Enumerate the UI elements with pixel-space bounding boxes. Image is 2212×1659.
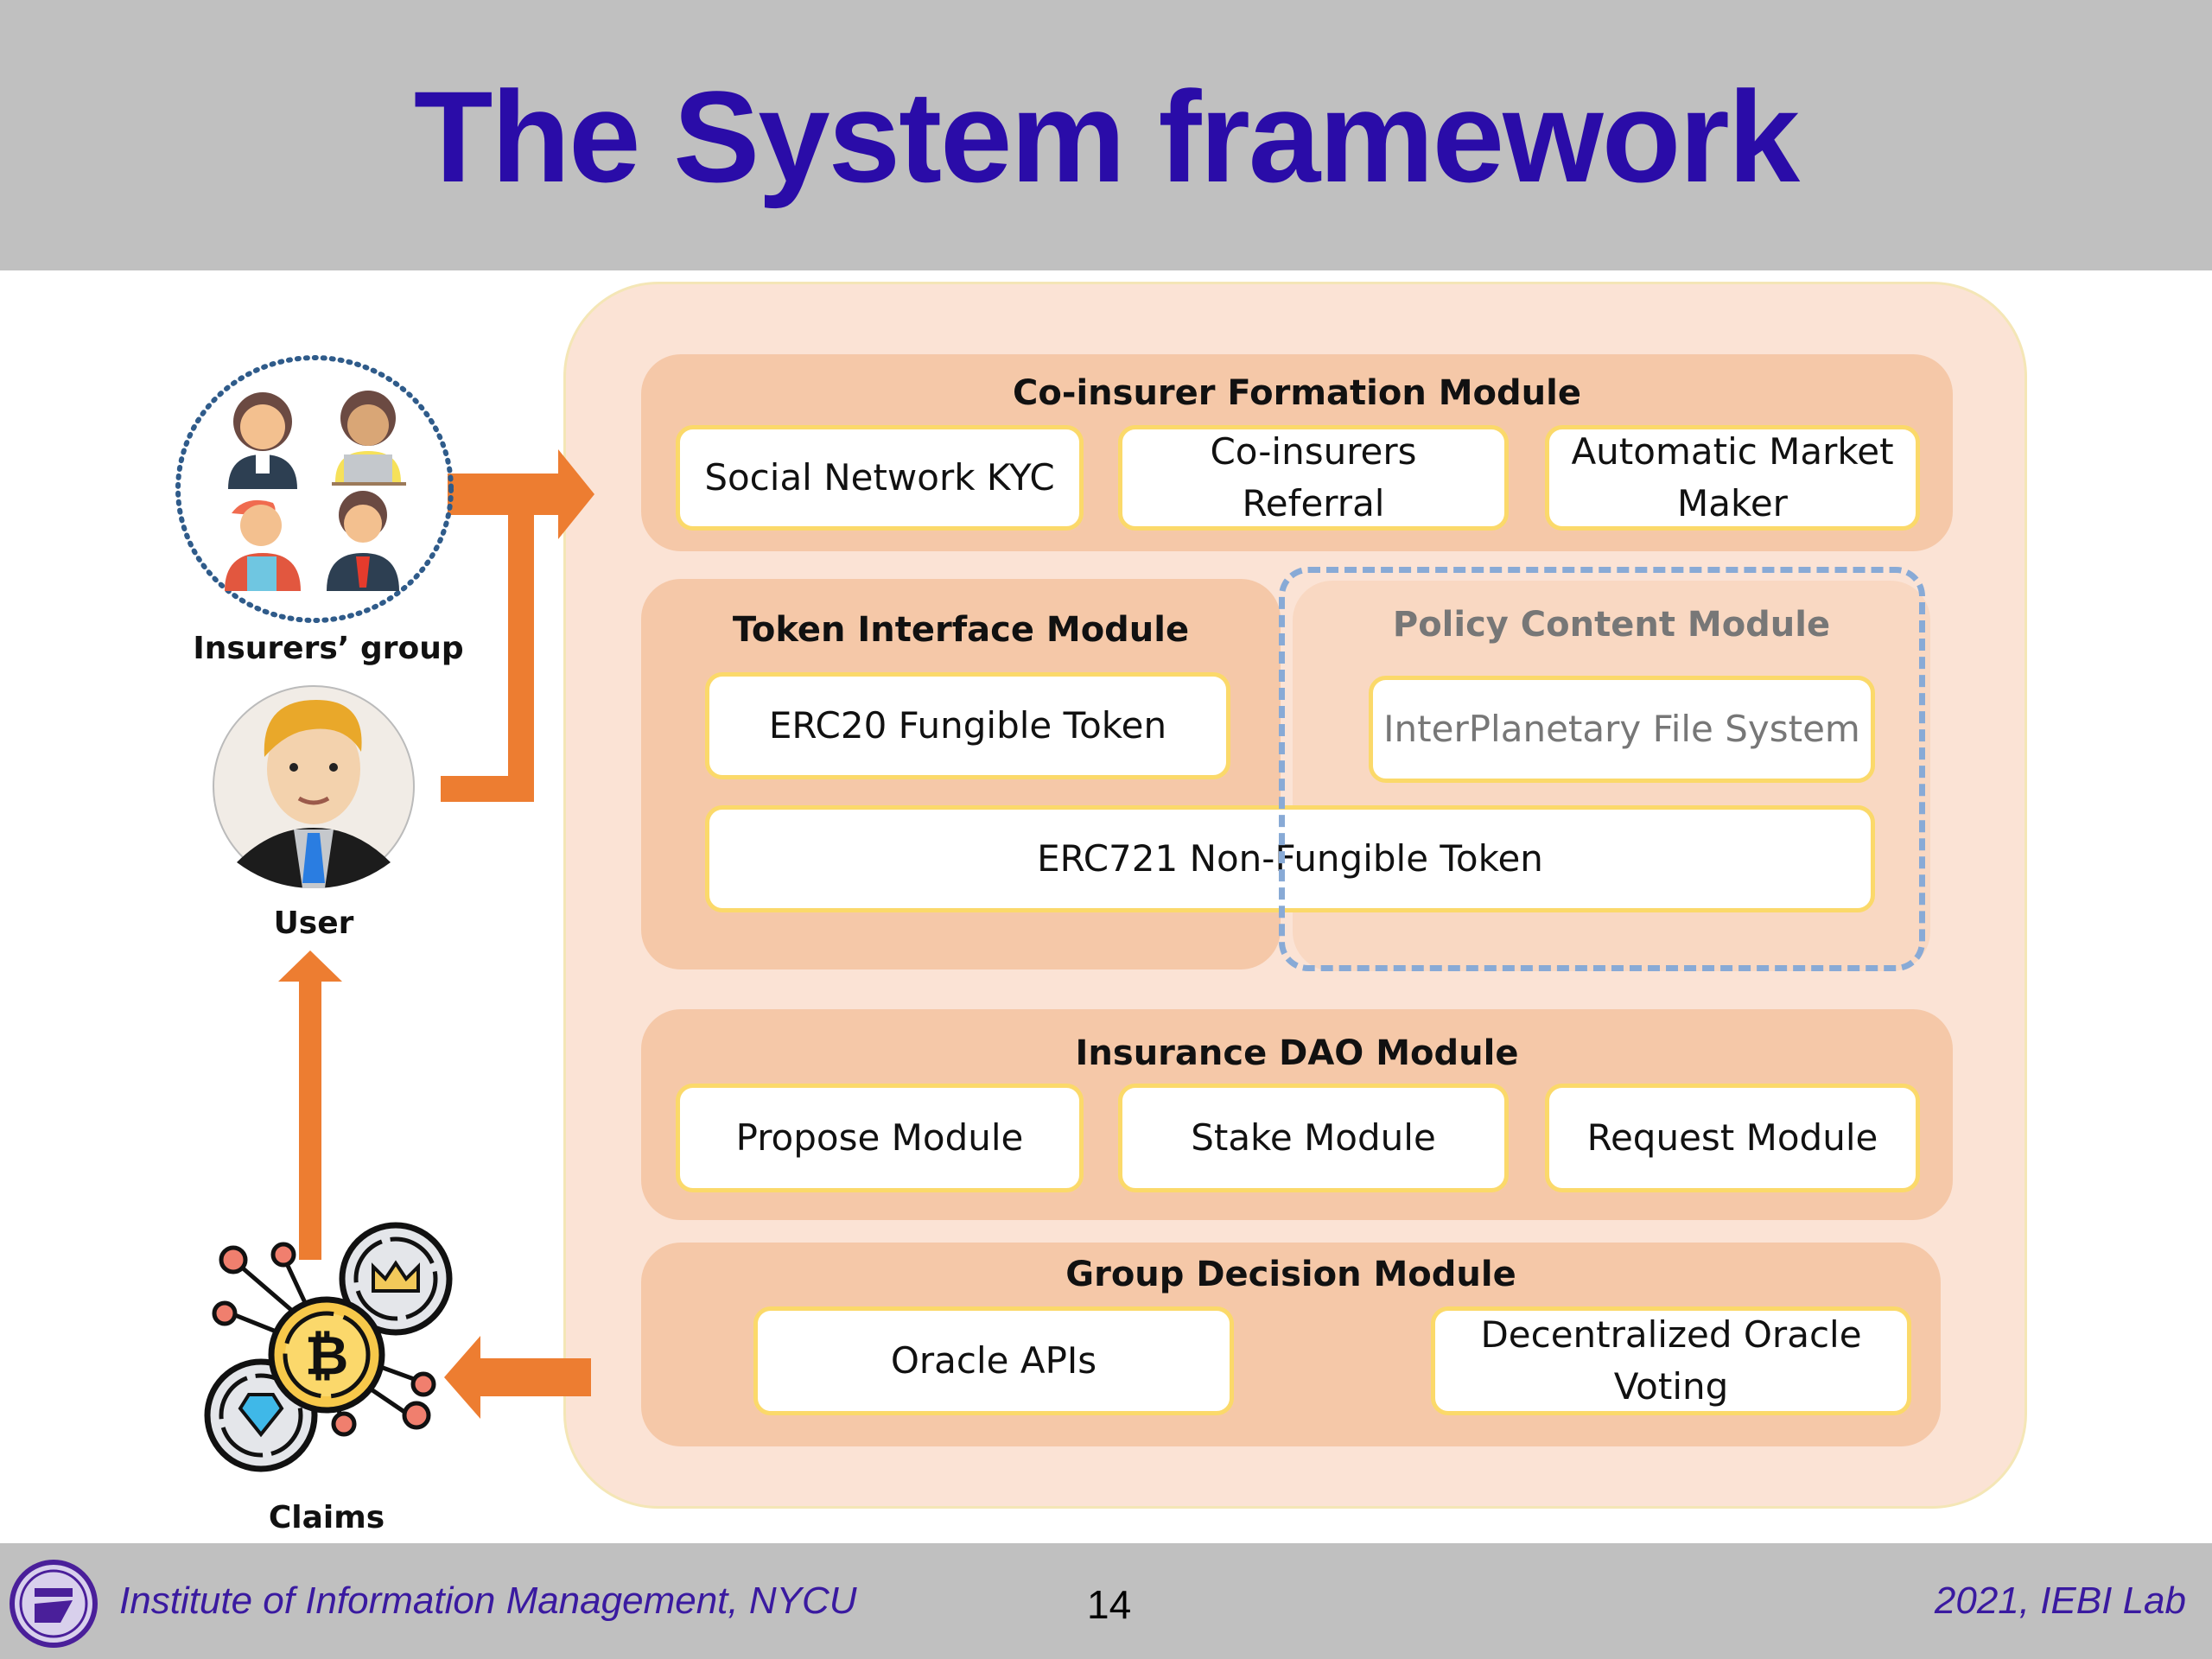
- policy-content-module-title: Policy Content Module: [1392, 605, 1831, 645]
- module-title: Insurance DAO Module: [1075, 1033, 1519, 1073]
- svg-text:₿: ₿: [305, 1324, 349, 1387]
- erc721-non-fungible-token-box: ERC721 Non-Fungible Token: [705, 805, 1875, 912]
- oracle-apis-box: Oracle APIs: [753, 1306, 1234, 1415]
- claims-label: Claims: [268, 1500, 385, 1535]
- request-module-box: Request Module: [1545, 1084, 1920, 1192]
- user-avatar-icon: [213, 685, 415, 888]
- slide-header: The System framework: [0, 0, 2212, 270]
- policy-content-dashed-border: [1279, 567, 1925, 971]
- arrow-user-to-system: [441, 506, 534, 802]
- module-title: Co-insurer Formation Module: [1013, 373, 1581, 413]
- page-number: 14: [1087, 1582, 1132, 1627]
- arrow-system-to-claims: [444, 1336, 591, 1419]
- module-title: Token Interface Module: [732, 610, 1190, 650]
- arrow-insurers-to-system: [448, 449, 594, 539]
- decentralized-oracle-voting-box: Decentralized Oracle Voting: [1431, 1306, 1911, 1415]
- automatic-market-maker-box: Automatic Market Maker: [1545, 425, 1920, 531]
- module-title: Group Decision Module: [1065, 1255, 1516, 1294]
- co-insurers-referral-box: Co-insurers Referral: [1118, 425, 1509, 531]
- social-network-kyc-box: Social Network KYC: [676, 425, 1084, 531]
- nycu-logo-icon: [10, 1560, 98, 1648]
- arrow-claims-to-user: [278, 950, 342, 1260]
- user-label: User: [273, 906, 354, 941]
- insurers-group-label: Insurers’ group: [193, 631, 464, 666]
- slide-footer: Institute of Information Management, NYC…: [0, 1543, 2212, 1659]
- propose-module-box: Propose Module: [676, 1084, 1084, 1192]
- erc20-fungible-token-box: ERC20 Fungible Token: [705, 672, 1230, 779]
- claims-crypto-icon: ₿: [204, 1222, 453, 1472]
- stake-module-box: Stake Module: [1118, 1084, 1509, 1192]
- interplanetary-file-system-box: InterPlanetary File System: [1369, 676, 1875, 783]
- footer-institution: Institute of Information Management, NYC…: [119, 1580, 857, 1622]
- slide-title: The System framework: [413, 64, 1800, 209]
- footer-lab: 2021, IEBI Lab: [1934, 1580, 2186, 1622]
- insurers-group-icon: [175, 355, 454, 623]
